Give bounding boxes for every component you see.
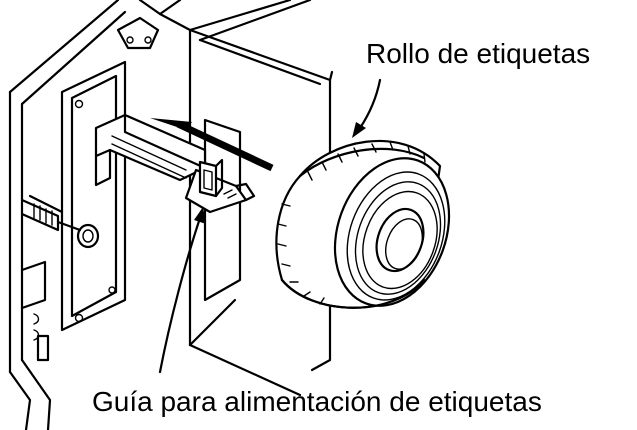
printer-frame bbox=[8, 0, 334, 430]
callout-roll-leader bbox=[352, 78, 382, 138]
label-roll bbox=[275, 139, 451, 309]
callout-guide-leader bbox=[158, 207, 206, 374]
feed-direction-arrow bbox=[150, 118, 274, 172]
label-roll-callout: Rollo de etiquetas bbox=[366, 38, 591, 69]
label-guide-callout: Guía para alimentación de etiquetas bbox=[92, 386, 542, 417]
label-feed-guide bbox=[94, 113, 256, 214]
